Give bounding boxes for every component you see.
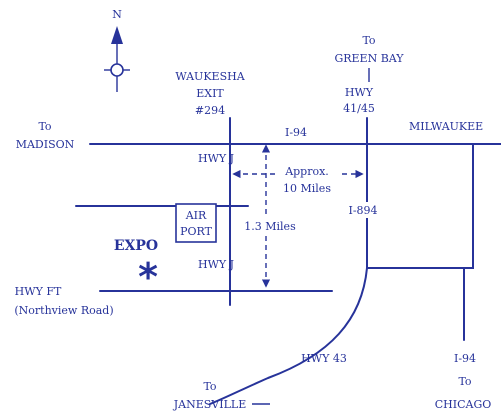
hwy-ft-label: HWY FT	[15, 285, 62, 298]
ten-miles-label: 10 Miles	[283, 182, 331, 195]
approx-label: Approx.	[284, 165, 329, 178]
i-94-south-road	[366, 143, 474, 341]
exit-label: EXIT	[196, 87, 224, 100]
to-chicago-label: To	[458, 375, 471, 388]
hwy-41-45-number: 41/45	[343, 102, 375, 115]
milwaukee-label: MILWAUKEE	[409, 120, 483, 133]
northview-road-label: (Northview Road)	[14, 304, 113, 317]
to-madison-label: To	[38, 120, 51, 133]
janesville-label: JANESVILLE	[173, 398, 246, 411]
north-label: N	[112, 8, 122, 21]
waukesha-label: WAUKESHA	[175, 70, 245, 83]
hwy-43-label: HWY 43	[301, 352, 347, 365]
airport-box	[175, 203, 217, 243]
exit-number-label: #294	[195, 104, 225, 117]
expo-label: EXPO	[114, 238, 158, 254]
hwy-j-bottom-label: HWY J	[198, 258, 234, 271]
hwy-41-45-label: HWY	[345, 86, 374, 99]
i-894-label: I-894	[348, 204, 377, 217]
to-green-bay-label: To	[362, 34, 375, 47]
air-label: AIR	[185, 209, 207, 222]
one-three-miles-label: 1.3 Miles	[244, 220, 296, 233]
port-label: PORT	[180, 225, 213, 238]
madison-label: MADISON	[16, 138, 75, 151]
i-94-label: I-94	[285, 126, 307, 139]
to-janesville-label: To	[203, 380, 216, 393]
expo-star-icon: *	[138, 255, 158, 299]
chicago-label: CHICAGO	[435, 398, 492, 411]
hwy-j-top-label: HWY J	[198, 152, 234, 165]
green-bay-label: GREEN BAY	[334, 52, 404, 65]
hwy-43-road	[209, 267, 368, 405]
i-94-south-label: I-94	[454, 352, 476, 365]
north-compass-icon	[104, 26, 130, 92]
